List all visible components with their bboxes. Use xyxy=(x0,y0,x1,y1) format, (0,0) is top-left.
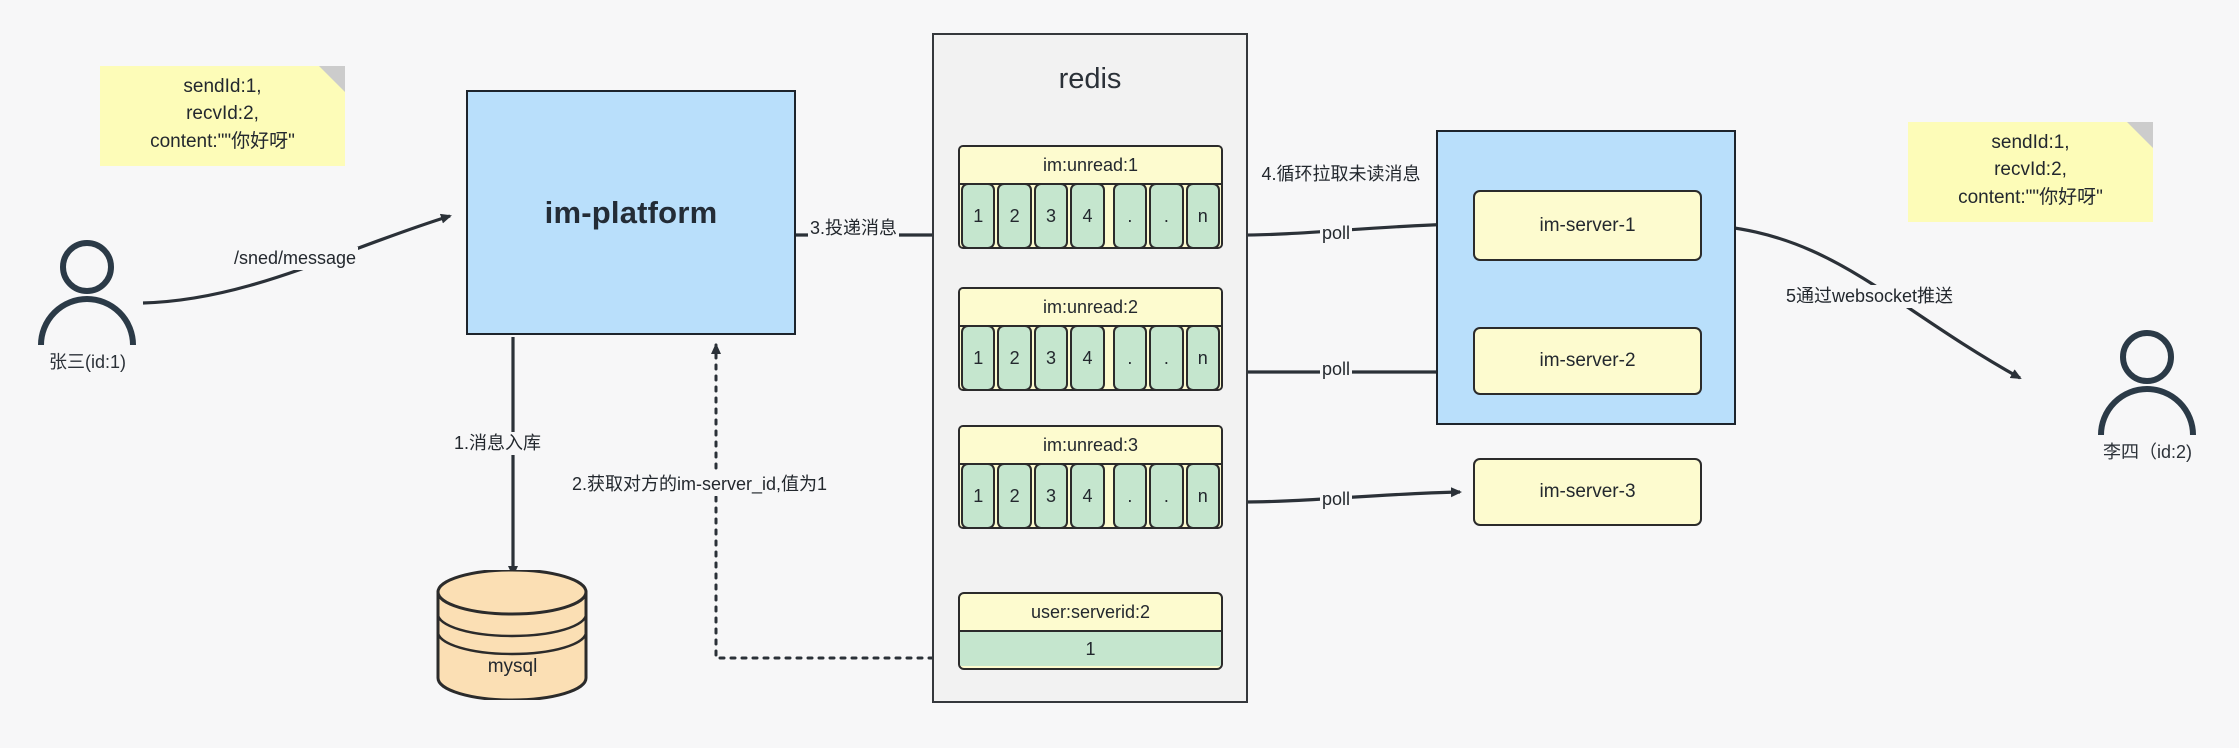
im-server-1-box[interactable]: im-server-1 xyxy=(1473,190,1702,261)
list-cell: . xyxy=(1112,325,1148,389)
redis-list-im-unread-2[interactable]: im:unread:2 1 2 3 4 . . n xyxy=(958,287,1223,391)
redis-list-cells: 1 2 3 4 . . n xyxy=(960,325,1221,389)
list-cell: . xyxy=(1149,463,1184,527)
im-server-3-label: im-server-3 xyxy=(1539,481,1636,502)
note-left-text: sendId:1, recvId:2, content:""你好呀" xyxy=(150,75,295,152)
list-cell: 2 xyxy=(997,325,1032,389)
note-right: sendId:1, recvId:2, content:""你好呀" xyxy=(1908,122,2153,222)
list-cell: n xyxy=(1185,463,1220,527)
list-cell: n xyxy=(1185,183,1220,247)
redis-list-key: im:unread:3 xyxy=(960,427,1221,465)
list-cell: . xyxy=(1149,183,1184,247)
edge-label-step3: 3.投递消息 xyxy=(808,217,900,240)
im-server-1-label: im-server-1 xyxy=(1539,214,1636,236)
user-icon xyxy=(2098,330,2196,436)
list-cell: . xyxy=(1112,463,1148,527)
edge-label-step1: 1.消息入库 xyxy=(452,432,544,455)
edge-label-send-message: /sned/message xyxy=(232,247,359,270)
im-server-3-box[interactable]: im-server-3 xyxy=(1473,458,1702,526)
user-icon xyxy=(38,240,136,346)
im-server-2-label: im-server-2 xyxy=(1539,350,1636,371)
redis-list-key: im:unread:2 xyxy=(960,289,1221,327)
mysql-label: mysql xyxy=(487,656,538,677)
actor-receiver: 李四（id:2) xyxy=(2085,330,2210,462)
redis-list-cells: 1 2 3 4 . . n xyxy=(960,463,1221,527)
note-right-text: sendId:1, recvId:2, content:""你好呀" xyxy=(1958,131,2103,208)
im-platform-label: im-platform xyxy=(544,194,718,230)
list-cell: 4 xyxy=(1070,325,1105,389)
list-cell: 2 xyxy=(997,463,1032,527)
redis-list-key: im:unread:1 xyxy=(960,147,1221,185)
list-cell: 3 xyxy=(1033,325,1069,389)
actor-sender-label: 张三(id:1) xyxy=(48,352,127,372)
redis-list-cells: 1 2 3 4 . . n xyxy=(960,183,1221,247)
redis-kv-key: user:serverid:2 xyxy=(960,594,1221,632)
list-cell: 1 xyxy=(961,183,996,247)
im-server-2-box[interactable]: im-server-2 xyxy=(1473,327,1702,395)
redis-list-im-unread-3[interactable]: im:unread:3 1 2 3 4 . . n xyxy=(958,425,1223,529)
note-left: sendId:1, recvId:2, content:""你好呀" xyxy=(100,66,345,166)
im-platform-box[interactable]: im-platform xyxy=(466,90,796,335)
list-cell: . xyxy=(1112,183,1148,247)
redis-kv-value: 1 xyxy=(960,632,1221,666)
note-fold-icon xyxy=(2127,122,2153,148)
list-cell: . xyxy=(1149,325,1184,389)
mysql-database[interactable]: mysql xyxy=(430,568,595,702)
list-cell: 2 xyxy=(997,183,1032,247)
redis-list-im-unread-1[interactable]: im:unread:1 1 2 3 4 . . n xyxy=(958,145,1223,249)
redis-title: redis xyxy=(1058,63,1122,95)
edge-label-step2: 2.获取对方的im-server_id,值为1 xyxy=(570,473,830,496)
database-icon xyxy=(436,568,588,702)
edge-fetch-serverid xyxy=(711,343,957,660)
list-cell: 4 xyxy=(1070,183,1105,247)
note-fold-icon xyxy=(319,66,345,92)
list-cell: 4 xyxy=(1070,463,1105,527)
actor-receiver-label: 李四（id:2) xyxy=(2102,442,2193,462)
list-cell: n xyxy=(1185,325,1220,389)
redis-kv-user-serverid[interactable]: user:serverid:2 1 xyxy=(958,592,1223,670)
edge-label-poll-1: poll xyxy=(1320,222,1353,245)
list-cell: 1 xyxy=(961,325,996,389)
list-cell: 3 xyxy=(1033,183,1069,247)
edge-label-poll-2: poll xyxy=(1320,358,1353,381)
edge-label-poll-3: poll xyxy=(1320,488,1353,511)
list-cell: 1 xyxy=(961,463,996,527)
actor-sender: 张三(id:1) xyxy=(25,240,150,372)
edge-label-step4: 4.循环拉取未读消息 xyxy=(1255,163,1427,186)
list-cell: 3 xyxy=(1033,463,1069,527)
edge-label-step5: 5通过websocket推送 xyxy=(1784,285,1956,308)
